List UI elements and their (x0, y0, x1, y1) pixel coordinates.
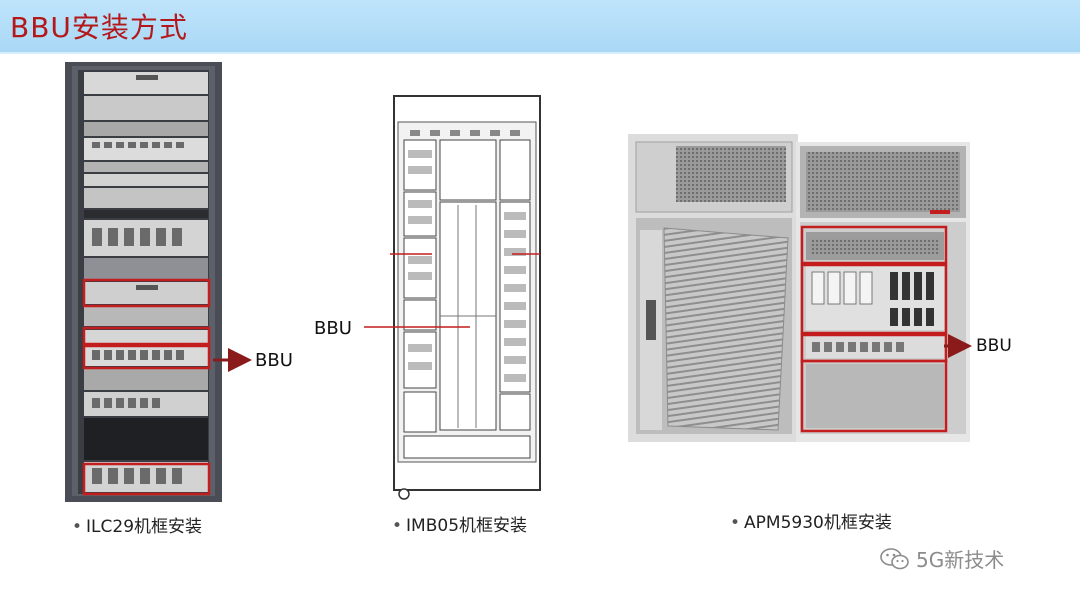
watermark-text: 5G新技术 (916, 548, 1005, 572)
imb05-rack-image (364, 95, 541, 500)
watermark: 5G新技术 (880, 544, 1004, 573)
bbu-label-apm5930: BBU (976, 336, 1012, 356)
slide-header: BBU安装方式 (0, 0, 1080, 54)
caption-ilc29: •ILC29机框安装 (72, 512, 202, 537)
caption-imb05: •IMB05机框安装 (392, 511, 527, 536)
bullet: • (730, 513, 741, 533)
bullet: • (392, 516, 403, 536)
ilc29-rack-image (65, 62, 222, 502)
caption-apm5930: •APM5930机框安装 (730, 508, 892, 533)
caption-text: IMB05机框安装 (406, 516, 528, 536)
wechat-icon (880, 547, 909, 569)
slide-title: BBU安装方式 (10, 11, 188, 44)
bullet: • (72, 517, 83, 537)
bbu-label-ilc29: BBU (255, 350, 293, 371)
caption-text: APM5930机框安装 (744, 513, 892, 533)
caption-text: ILC29机框安装 (86, 517, 203, 537)
bbu-label-imb05: BBU (314, 318, 352, 339)
apm5930-rack-image (628, 134, 970, 442)
